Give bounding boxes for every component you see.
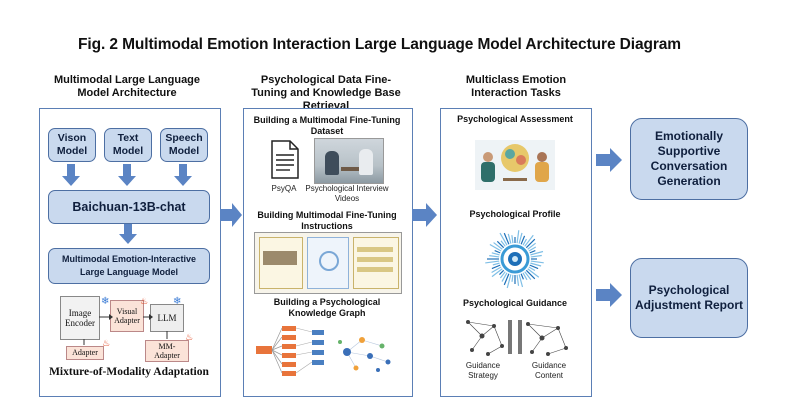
profile-ray xyxy=(491,252,500,256)
interview-video-caption: Psychological Interview Videos xyxy=(305,184,389,203)
llm-box: LLM xyxy=(150,304,184,332)
profile-ray xyxy=(496,240,505,249)
adapter-box: Adapter xyxy=(66,346,104,360)
col1-heading: Multimodal Large Language Model Architec… xyxy=(53,74,201,99)
profile-ray xyxy=(520,273,524,280)
profile-ray xyxy=(522,238,528,246)
result-model-box: Multimodal Emotion-Interactive Large Lan… xyxy=(48,248,210,284)
profile-ray xyxy=(503,273,510,286)
profile-ray xyxy=(511,235,514,244)
profile-ray xyxy=(525,269,536,280)
profile-ray xyxy=(530,262,542,267)
frozen-icon: ❄ xyxy=(173,296,181,307)
profile-ray xyxy=(506,274,512,289)
instructions-figure xyxy=(254,232,402,294)
profile-ray xyxy=(528,266,536,272)
arrow-right-icon xyxy=(596,148,622,172)
dataset-section-title: Building a Multimodal Fine-Tuning Datase… xyxy=(253,115,401,136)
frozen-icon: ❄ xyxy=(101,296,109,307)
profile-ray xyxy=(503,232,510,245)
knowledge-graph-section-title: Building a Psychological Knowledge Graph xyxy=(273,297,381,318)
guidance-network xyxy=(466,320,568,356)
arrow-right-icon xyxy=(220,203,242,227)
image-encoder-box: Image Encoder xyxy=(60,296,100,340)
profile-ray xyxy=(499,232,508,246)
arrow-right-icon xyxy=(412,203,437,227)
profile-ray xyxy=(529,264,539,270)
assessment-illustration xyxy=(475,140,555,190)
profile-ray xyxy=(491,268,503,278)
trainable-icon: ♨ xyxy=(185,333,193,343)
guidance-content-label: Guidance Content xyxy=(531,361,567,380)
arrow-right-icon xyxy=(596,283,622,307)
profile-ray xyxy=(525,238,536,249)
text-model-box: Text Model xyxy=(104,128,152,162)
backbone-box: Baichuan-13B-chat xyxy=(48,190,210,224)
profile-ray xyxy=(499,271,506,279)
visual-adapter-box: Visual Adapter xyxy=(110,300,144,332)
col1-arrows xyxy=(62,164,192,244)
psychological-guidance-label: Psychological Guidance xyxy=(462,298,568,308)
profile-ray xyxy=(494,250,501,254)
profile-ray xyxy=(530,254,542,258)
profile-ray xyxy=(485,260,500,264)
profile-radial-chart xyxy=(485,230,544,289)
profile-ray xyxy=(491,266,502,274)
profile-ray xyxy=(511,274,514,282)
figure-title: Fig. 2 Multimodal Emotion Interaction La… xyxy=(78,36,681,53)
profile-ray xyxy=(499,269,505,275)
profile-ray xyxy=(527,268,540,278)
psychological-assessment-label: Psychological Assessment xyxy=(457,114,573,124)
adaptation-connectors: ❄ ❄ ♨ ♨ ♨ xyxy=(83,296,193,349)
profile-ray xyxy=(489,243,502,252)
profile-ray xyxy=(500,240,506,247)
profile-ray xyxy=(527,242,536,250)
profile-ray xyxy=(518,274,524,288)
instructions-section-title: Building Multimodal Fine-Tuning Instruct… xyxy=(257,210,397,231)
knowledge-graph-figure xyxy=(256,326,391,376)
profile-ray xyxy=(516,230,520,244)
profile-ray xyxy=(507,233,512,244)
guidance-strategy-label: Guidance Strategy xyxy=(465,361,501,380)
profile-ray xyxy=(529,250,536,254)
arrow-down-icon xyxy=(119,223,137,244)
profile-ray xyxy=(493,242,503,250)
adaptation-caption: Mixture-of-Modality Adaptation xyxy=(49,366,209,378)
profile-ray xyxy=(528,246,537,252)
profile-ray xyxy=(491,264,501,270)
trainable-icon: ♨ xyxy=(102,339,110,349)
profile-ray xyxy=(501,272,508,282)
profile-ray xyxy=(489,255,500,258)
profile-ray xyxy=(520,235,526,245)
arrow-down-icon xyxy=(62,164,80,186)
col3-heading: Multiclass Emotion Interaction Tasks xyxy=(465,74,567,99)
arrow-down-icon xyxy=(174,164,192,186)
profile-ray xyxy=(524,271,532,280)
profile-ray xyxy=(492,262,500,266)
profile-ray xyxy=(518,232,523,244)
profile-ray xyxy=(530,260,544,264)
psyqa-label: PsyQA xyxy=(271,184,297,193)
speech-model-box: Speech Model xyxy=(160,128,208,162)
profile-ray xyxy=(530,250,544,256)
profile-ray xyxy=(522,272,528,281)
document-icon xyxy=(271,140,299,179)
psychological-profile-label: Psychological Profile xyxy=(469,209,561,219)
vision-model-box: Vison Model xyxy=(48,128,96,162)
interview-video-thumbnail xyxy=(314,138,384,184)
output-supportive-conversation: Emotionally Supportive Conversation Gene… xyxy=(630,118,748,200)
output-adjustment-report: Psychological Adjustment Report xyxy=(630,258,748,338)
profile-ray xyxy=(516,274,520,286)
mm-adapter-box: MM-Adapter xyxy=(145,340,189,362)
arrow-down-icon xyxy=(118,164,136,186)
profile-ray xyxy=(524,234,534,247)
trainable-icon: ♨ xyxy=(140,297,148,307)
